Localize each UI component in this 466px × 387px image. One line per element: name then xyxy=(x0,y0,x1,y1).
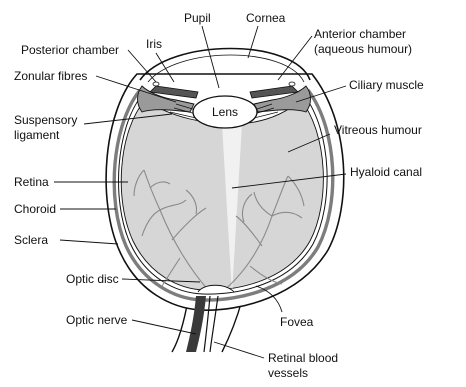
hyaloid-canal-label: Hyaloid canal xyxy=(350,165,422,179)
vitreous-humour-label: Vitreous humour xyxy=(334,123,422,137)
canal-right xyxy=(289,82,295,86)
choroid-label: Choroid xyxy=(14,202,56,216)
lens-label: Lens xyxy=(212,105,238,119)
pupil-label: Pupil xyxy=(184,11,211,25)
vessels-label: vessels xyxy=(268,366,308,380)
anterior-chamber-label: Anterior chamber xyxy=(314,27,406,41)
posterior-chamber-label: Posterior chamber xyxy=(21,43,119,57)
optic-nerve-label: Optic nerve xyxy=(66,313,128,327)
sclera-label: Sclera xyxy=(14,233,48,247)
ciliary-muscle-label: Ciliary muscle xyxy=(349,78,424,92)
retina-label: Retina xyxy=(14,175,49,189)
fovea-label: Fovea xyxy=(280,315,314,329)
cornea-label: Cornea xyxy=(246,11,286,25)
zonular-fibres-label: Zonular fibres xyxy=(14,69,87,83)
aqueous-humour-label: (aqueous humour) xyxy=(314,42,412,56)
iris-label: Iris xyxy=(146,37,162,51)
suspensory-label: Suspensory xyxy=(14,113,77,127)
canal-left xyxy=(153,82,159,86)
retinal-blood-label: Retinal blood xyxy=(268,351,338,365)
ligament-label: ligament xyxy=(14,128,60,142)
optic-disc-label: Optic disc xyxy=(66,272,119,286)
